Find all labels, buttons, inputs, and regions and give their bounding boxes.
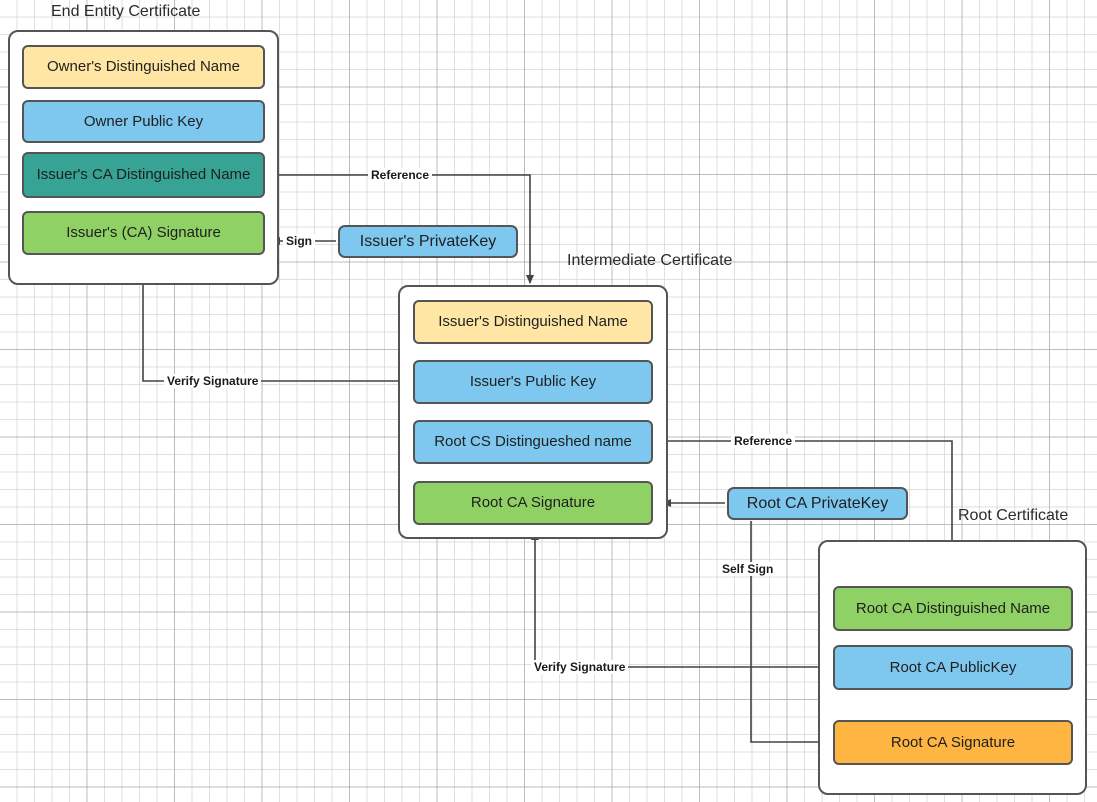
intermediate-field-issuer-dn[interactable]: Issuer's Distinguished Name	[413, 300, 653, 344]
wire-verify-signature-bottom	[531, 531, 833, 668]
intermediate-field-root-cs-dn[interactable]: Root CS Distingueshed name	[413, 420, 653, 464]
wire-self-sign	[750, 521, 827, 746]
intermediate-field-issuer-public-key[interactable]: Issuer's Public Key	[413, 360, 653, 404]
end-entity-field-owner-dn[interactable]: Owner's Distinguished Name	[22, 45, 265, 89]
edge-label-reference-bottom: Reference	[731, 434, 796, 448]
intermediate-certificate-title: Intermediate Certificate	[567, 252, 733, 269]
end-entity-field-issuer-signature[interactable]: Issuer's (CA) Signature	[22, 211, 265, 255]
issuer-private-key-box[interactable]: Issuer's PrivateKey	[338, 225, 518, 258]
root-field-root-ca-public-key[interactable]: Root CA PublicKey	[833, 645, 1073, 690]
edge-label-sign: Sign	[283, 234, 315, 248]
edge-label-self-sign: Self Sign	[719, 562, 777, 576]
intermediate-field-root-ca-signature[interactable]: Root CA Signature	[413, 481, 653, 525]
end-entity-field-owner-public-key[interactable]: Owner Public Key	[22, 100, 265, 143]
root-certificate-title: Root Certificate	[958, 507, 1069, 524]
root-ca-private-key-box[interactable]: Root CA PrivateKey	[727, 487, 908, 520]
root-field-root-ca-signature[interactable]: Root CA Signature	[833, 720, 1073, 765]
root-field-root-ca-dn[interactable]: Root CA Distinguished Name	[833, 586, 1073, 631]
end-entity-certificate-title: End Entity Certificate	[51, 3, 201, 20]
end-entity-field-issuer-ca-dn[interactable]: Issuer's CA Distinguished Name	[22, 152, 265, 198]
edge-label-verify-signature-bottom: Verify Signature	[531, 660, 629, 674]
edge-label-reference-top: Reference	[368, 168, 433, 182]
edge-label-verify-signature-top: Verify Signature	[164, 374, 262, 388]
